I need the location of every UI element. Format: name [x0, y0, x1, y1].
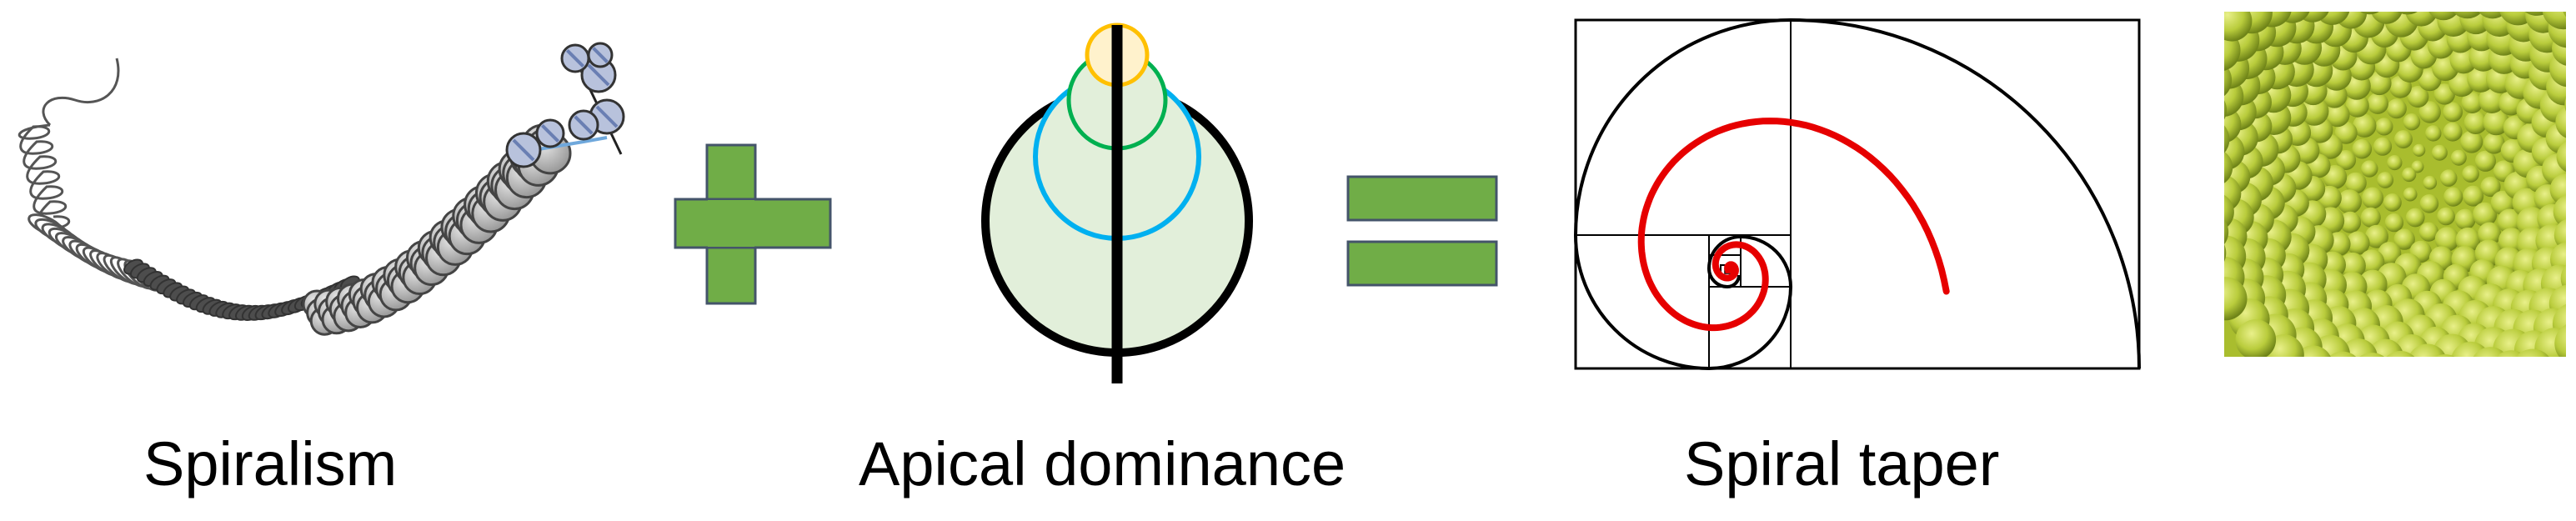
apical-dominance-circles-icon: [981, 23, 1253, 383]
golden-spiral-icon: [1573, 18, 2141, 371]
caption-spiralism: Spiralism: [143, 429, 398, 498]
romanesco-broccoli-photo: [2224, 12, 2566, 357]
chromatin-spiral-icon: [18, 42, 625, 336]
caption-apical-dominance: Apical dominance: [859, 429, 1346, 498]
plus-sign-icon: [674, 143, 832, 305]
caption-spiral-taper: Spiral taper: [1684, 429, 2000, 498]
equals-sign-icon: [1346, 175, 1498, 287]
